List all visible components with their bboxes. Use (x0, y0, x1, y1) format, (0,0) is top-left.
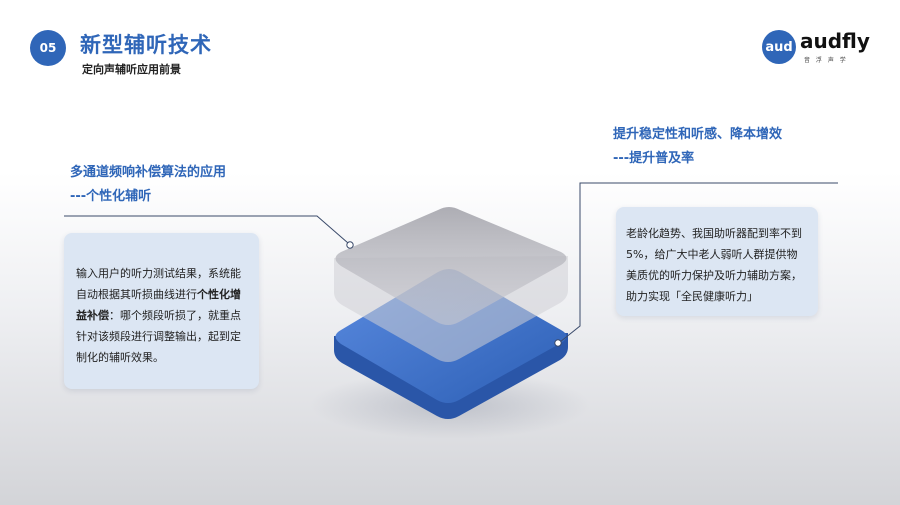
audfly-logo: aud audfly 音 浮 声 学 (762, 27, 870, 69)
gray-tile-top (335, 207, 567, 325)
right-connector-line (559, 182, 838, 343)
left-description-box: 输入用户的听力测试结果，系统能自动根据其听损曲线进行个性化增益补偿：哪个频段听损… (64, 233, 259, 389)
right-description-box: 老龄化趋势、我国助听器配到率不到5%，给广大中老人弱听人群提供物美质优的听力保护… (616, 207, 818, 316)
left-body-text-2: ：哪个频段听损了，就重点针对该频段进行调整输出，起到定制化的辅听效果。 (76, 309, 241, 364)
left-body-emphasis: 个性化增益补偿 (76, 288, 241, 322)
left-body-text-1: 输入用户的听力测试结果，系统能自动根据其听损曲线进行 (76, 267, 241, 301)
page-subtitle: 定向声辅听应用前景 (82, 63, 181, 76)
left-point-heading: 多通道频响补偿算法的应用 ---个性化辅听 (70, 161, 226, 209)
left-heading-line1: 多通道频响补偿算法的应用 (70, 165, 227, 180)
page-title: 新型辅听技术 (80, 33, 212, 57)
left-heading-line2: ---个性化辅听 (70, 189, 152, 204)
right-heading-line1: 提升稳定性和听感、降本增效 (613, 127, 783, 142)
right-body-text: 老龄化趋势、我国助听器配到率不到5%，给广大中老人弱听人群提供物美质优的听力保护… (626, 227, 802, 303)
logo-name: audfly (800, 29, 870, 53)
right-heading-line2: ---提升普及率 (613, 151, 695, 166)
left-connector-line (64, 215, 349, 244)
right-point-heading: 提升稳定性和听感、降本增效 ---提升普及率 (613, 123, 782, 171)
left-connector-dot (346, 241, 354, 249)
logo-mark: aud (762, 30, 796, 64)
logo-tagline: 音 浮 声 学 (804, 57, 848, 64)
section-number-badge: 05 (30, 30, 66, 66)
right-connector-dot (554, 339, 562, 347)
